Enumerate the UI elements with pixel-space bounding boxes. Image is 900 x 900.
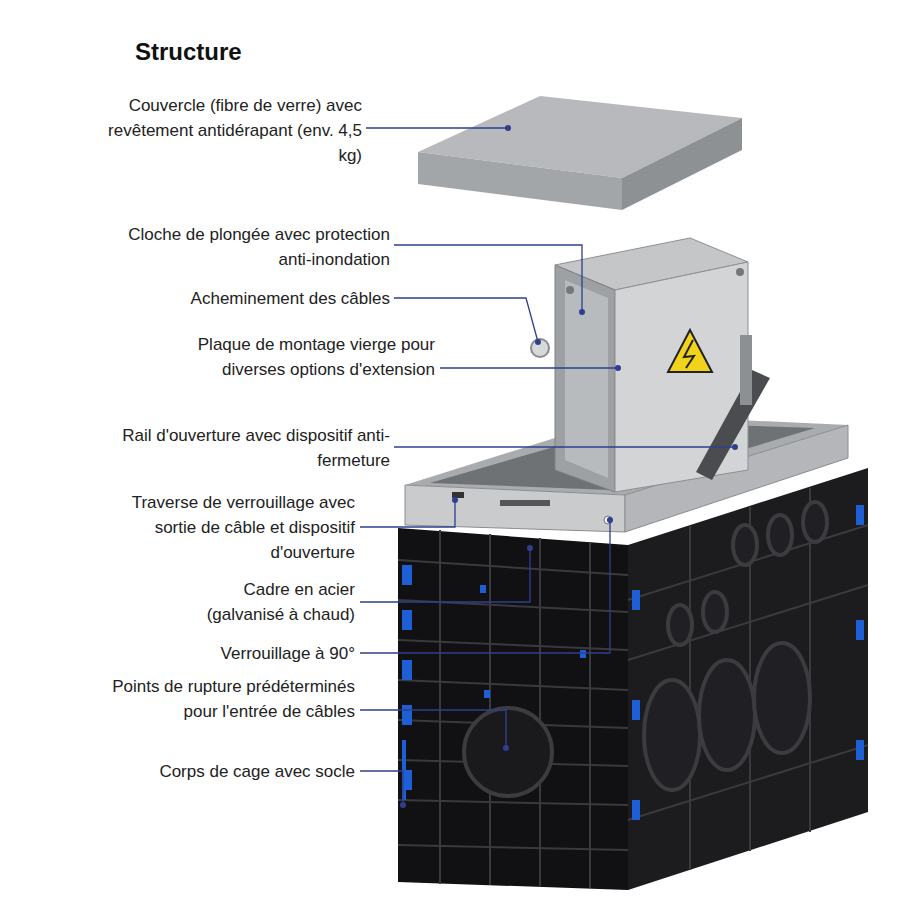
callout-label: Cloche de plongée avec protection anti-i… bbox=[100, 222, 390, 272]
diagram-title: Structure bbox=[135, 38, 242, 66]
cage-body bbox=[398, 468, 868, 890]
leader-lines bbox=[360, 128, 735, 805]
callout-label: Couvercle (fibre de verre) avec revêteme… bbox=[107, 93, 362, 168]
callout-label: Acheminement des câbles bbox=[30, 286, 390, 311]
callout-label: Traverse de verrouillage avec sortie de … bbox=[130, 490, 355, 565]
leader-dots bbox=[400, 125, 738, 808]
opening-rail bbox=[696, 335, 770, 480]
callout-label: Verrouillage à 90° bbox=[55, 641, 355, 666]
callout-label: Plaque de montage vierge pour diverses o… bbox=[170, 332, 435, 382]
callout-label: Points de rupture prédéterminés pour l'e… bbox=[93, 674, 355, 724]
callout-label: Rail d'ouverture avec dispositif anti-fe… bbox=[105, 423, 390, 473]
callout-label: Corps de cage avec socle bbox=[55, 759, 355, 784]
callout-label: Cadre en acier (galvanisé à chaud) bbox=[180, 577, 355, 627]
lid bbox=[418, 96, 742, 210]
